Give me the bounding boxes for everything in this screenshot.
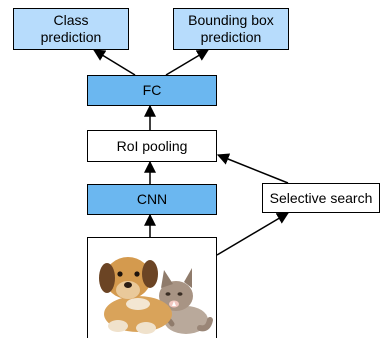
edge-fc-to-class	[92, 49, 136, 76]
kitten	[155, 268, 213, 334]
roi-pooling-node: RoI pooling	[87, 130, 217, 162]
input-image	[87, 237, 217, 338]
class-prediction-node: Class prediction	[13, 8, 129, 50]
puppy	[99, 257, 172, 334]
puppy-kitten-illustration	[99, 257, 213, 334]
fc-node: FC	[87, 75, 217, 106]
edge-selective-to-roi	[216, 153, 289, 184]
edge-image-to-selective	[216, 212, 290, 256]
bbox-prediction-node: Bounding box prediction	[173, 8, 289, 50]
cnn-node: CNN	[87, 184, 217, 215]
selective-search-node: Selective search	[262, 183, 380, 213]
edge-fc-to-bbox	[165, 49, 210, 76]
